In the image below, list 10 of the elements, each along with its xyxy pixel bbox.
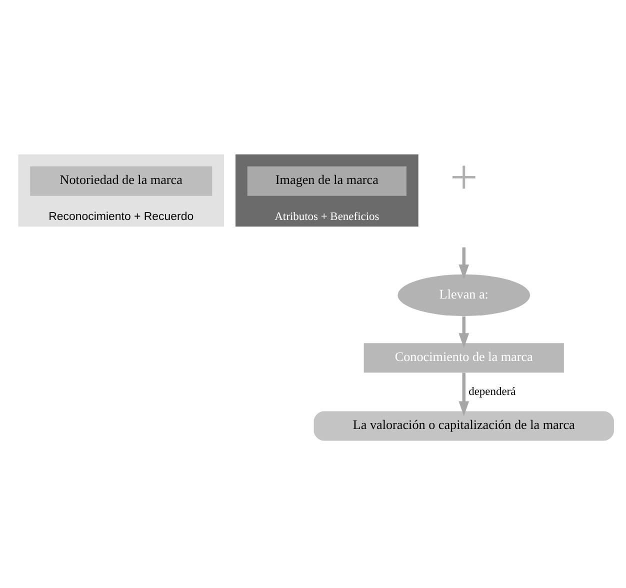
arrow [458, 246, 470, 279]
node-box: Notoriedad de la marca [30, 166, 212, 196]
arrow [458, 316, 470, 348]
node-box: Conocimiento de la marca [364, 342, 564, 372]
node-ellipse: Llevan a: [398, 274, 530, 316]
edge-label: dependerá [468, 385, 516, 398]
node-box: Imagen de la marca [247, 166, 406, 196]
node-box: La valoración o capitalización de la marca [314, 410, 614, 440]
arrow [458, 372, 470, 416]
label: + [450, 148, 478, 204]
